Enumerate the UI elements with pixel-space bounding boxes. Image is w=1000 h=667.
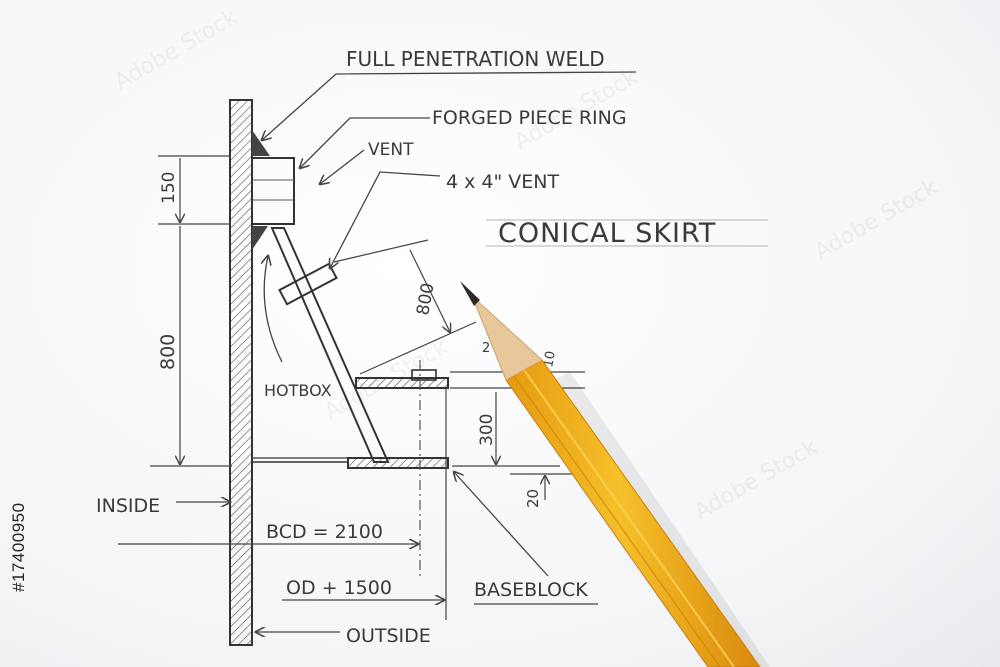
dim-10: 10 [541, 350, 559, 369]
top-plate [355, 377, 449, 389]
stock-image-id: #17400950 [9, 502, 28, 593]
left-dimensions [150, 155, 232, 467]
dim-800-diagonal: 800 [413, 281, 438, 316]
label-baseblock: BASEBLOCK [474, 579, 588, 601]
label-forged-piece-ring: FORGED PIECE RING [432, 107, 627, 129]
dim-800-left: 800 [157, 334, 179, 370]
pencil [460, 281, 770, 667]
label-inside: INSIDE [96, 495, 160, 517]
label-bcd: BCD = 2100 [266, 521, 383, 543]
vent-box [278, 262, 338, 306]
label-full-penetration-weld: FULL PENETRATION WELD [346, 47, 605, 71]
label-od: OD + 1500 [286, 577, 392, 599]
shell-wall [229, 99, 253, 646]
label-outside: OUTSIDE [346, 625, 431, 647]
watermark-text: Adobe Stock [811, 175, 943, 266]
label-conical-skirt: CONICAL SKIRT [498, 218, 716, 249]
watermark-text: Adobe Stock [691, 435, 823, 526]
conical-skirt-plate [270, 227, 390, 463]
watermark-text: Adobe Stock [111, 5, 243, 96]
label-hotbox: HOTBOX [264, 381, 332, 400]
dim-2: 2 [482, 341, 490, 356]
dim-20: 20 [524, 489, 542, 508]
base-plate [347, 457, 449, 469]
forged-ring-block [251, 157, 295, 225]
label-4x4-vent: 4 x 4" VENT [446, 171, 559, 193]
dim-150: 150 [159, 172, 179, 204]
label-vent: VENT [368, 140, 414, 160]
dim-300: 300 [477, 414, 497, 446]
